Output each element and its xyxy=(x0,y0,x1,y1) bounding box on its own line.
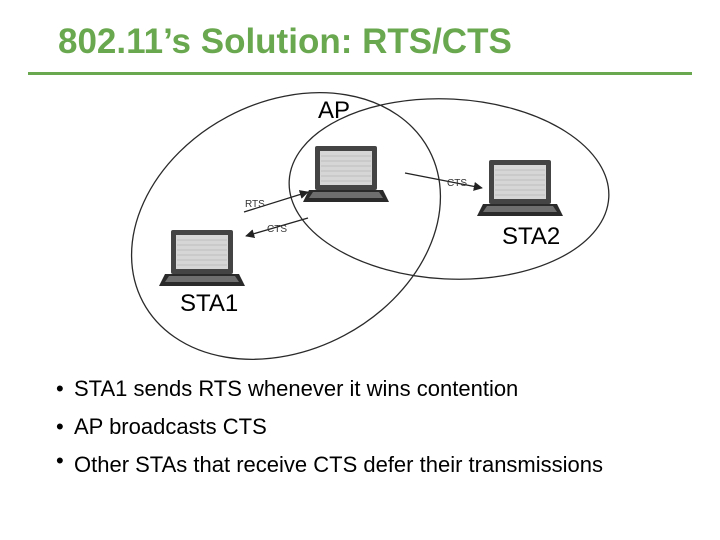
cts-to-sta2-arrow xyxy=(404,172,483,191)
bullet-item: AP broadcasts CTS xyxy=(56,408,676,446)
rts-arrow xyxy=(243,190,309,213)
bullet-list: STA1 sends RTS whenever it wins contenti… xyxy=(56,370,676,480)
title-underline xyxy=(28,72,692,75)
sta2-laptop-icon xyxy=(476,159,564,217)
ap-laptop-icon xyxy=(302,145,390,203)
slide-title: 802.11’s Solution: RTS/CTS xyxy=(58,22,512,61)
sta2-label: STA2 xyxy=(502,223,560,250)
ap-label: AP xyxy=(318,97,350,124)
rts-cts-diagram: AP STA2 STA1 RTS CTS CTS xyxy=(130,92,610,360)
sta1-coverage-ellipse xyxy=(130,92,442,360)
sta2-coverage-ellipse xyxy=(288,98,610,280)
cts-to-sta1-label: CTS xyxy=(267,224,287,235)
cts-to-sta1-arrow xyxy=(245,217,309,239)
rts-label: RTS xyxy=(245,199,265,210)
sta1-laptop-icon xyxy=(158,229,246,287)
bullet-item: Other STAs that receive CTS defer their … xyxy=(56,446,676,480)
sta1-label: STA1 xyxy=(180,290,238,317)
cts-to-sta2-label: CTS xyxy=(447,178,467,189)
bullet-item: STA1 sends RTS whenever it wins contenti… xyxy=(56,370,676,408)
